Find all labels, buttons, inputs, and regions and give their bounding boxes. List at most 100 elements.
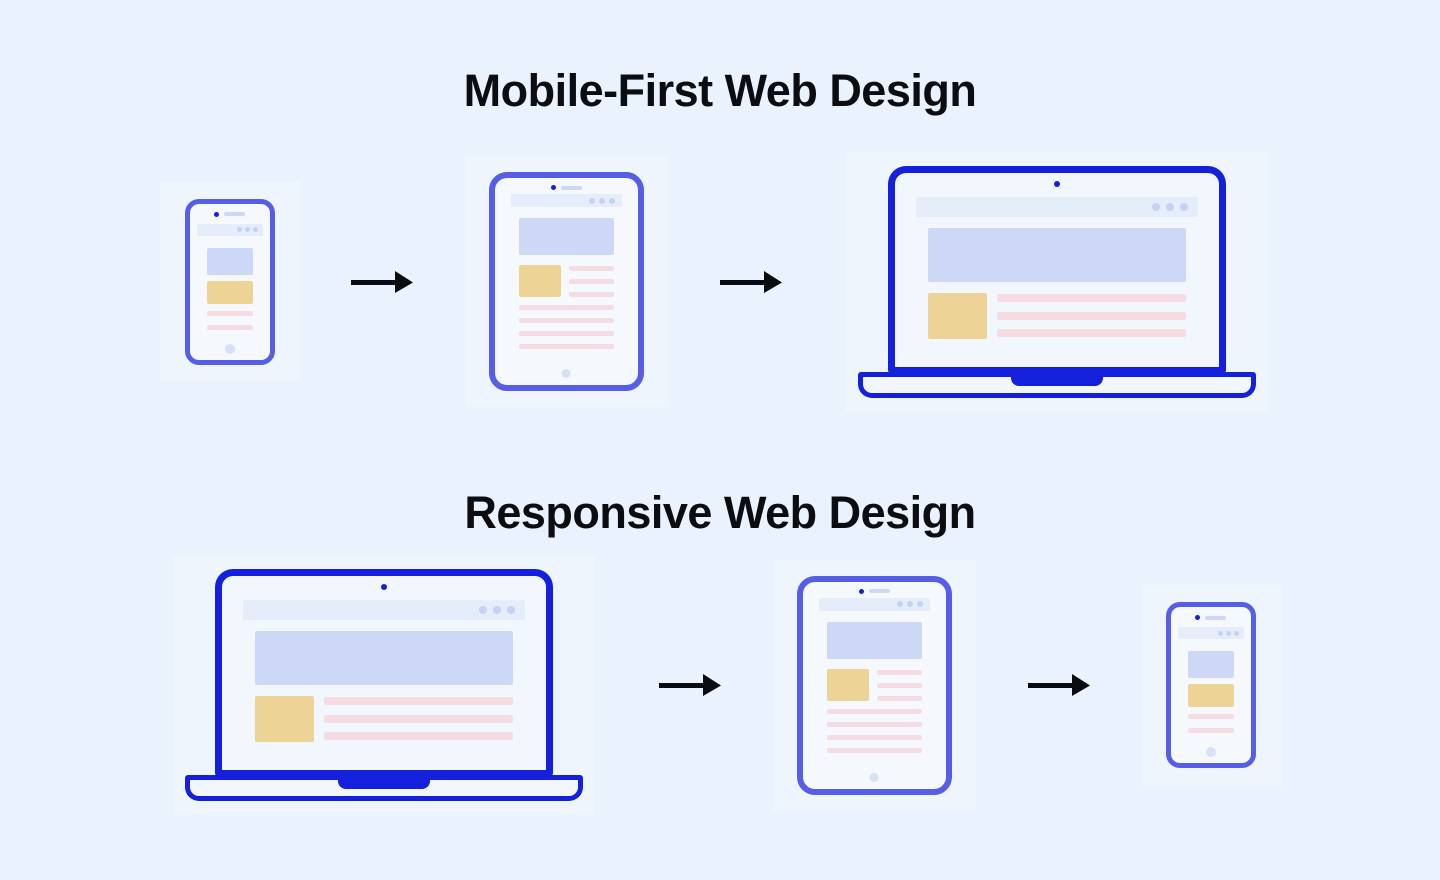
text-line-placeholder [568, 266, 614, 271]
hero-image-placeholder [927, 227, 1186, 282]
browser-dot-icon [1225, 630, 1231, 636]
image-placeholder [254, 696, 314, 742]
browser-dot-icon [492, 606, 501, 614]
image-placeholder [826, 668, 869, 701]
text-line-placeholder [826, 721, 922, 727]
hero-image-placeholder [206, 247, 253, 275]
text-line-placeholder [323, 732, 513, 740]
section-responsive: Responsive Web Design [0, 486, 1440, 815]
tablet-illustration [772, 559, 976, 811]
browser-dot-icon [252, 227, 258, 232]
browser-dot-icon [1217, 630, 1223, 636]
browser-bar [915, 196, 1198, 217]
tablet-illustration [464, 156, 668, 407]
home-button-icon [561, 369, 571, 378]
diagram-canvas: Mobile-First Web Design [0, 0, 1440, 815]
browser-dot-icon [244, 227, 250, 232]
camera-dot-icon [550, 185, 556, 190]
image-placeholder [206, 280, 253, 304]
browser-bar [510, 194, 622, 207]
speaker-pill-icon [560, 185, 582, 190]
speaker-pill-icon [1205, 615, 1226, 620]
arrow-right-icon [1027, 673, 1090, 697]
text-line-placeholder [206, 324, 253, 330]
webcam-dot-icon [380, 584, 387, 590]
speaker-pill-icon [224, 212, 245, 216]
browser-dot-icon [906, 601, 913, 607]
browser-dot-icon [1179, 202, 1188, 211]
browser-dot-icon [588, 197, 595, 204]
laptop-screen [214, 569, 553, 777]
hero-image-placeholder [826, 621, 922, 659]
tablet-top-detail [495, 185, 638, 190]
laptop-illustration [172, 555, 595, 815]
laptop-screen [887, 165, 1226, 374]
camera-dot-icon [214, 211, 219, 217]
text-line-placeholder [1187, 728, 1234, 733]
text-line-placeholder [876, 682, 922, 688]
section-mobile-first: Mobile-First Web Design [0, 0, 1440, 412]
browser-dot-icon [236, 227, 242, 232]
browser-dot-icon [598, 197, 605, 204]
mobile-first-device-row [0, 151, 1440, 412]
mobile-first-title: Mobile-First Web Design [463, 65, 977, 116]
smartphone-illustration [1140, 585, 1281, 785]
camera-dot-icon [858, 588, 864, 594]
home-button-icon [224, 343, 235, 354]
text-line-placeholder [826, 747, 922, 753]
phone-top-detail [190, 211, 270, 217]
laptop-notch [337, 779, 430, 789]
image-placeholder [518, 265, 561, 297]
text-line-placeholder [996, 293, 1186, 302]
arrow-right-icon [658, 673, 721, 697]
text-line-placeholder [996, 311, 1186, 320]
smartphone-illustration [159, 181, 300, 382]
text-line-placeholder [518, 331, 614, 336]
laptop-base [857, 371, 1256, 398]
browser-bar [1177, 627, 1244, 639]
hero-image-placeholder [254, 631, 513, 685]
browser-dot-icon [478, 606, 487, 614]
browser-dot-icon [1165, 202, 1174, 211]
text-line-placeholder [323, 697, 513, 705]
text-line-placeholder [876, 695, 922, 701]
text-line-placeholder [568, 279, 614, 284]
image-placeholder [1187, 684, 1234, 707]
text-line-placeholder [826, 734, 922, 740]
tablet-top-detail [803, 588, 946, 594]
speaker-pill-icon [868, 589, 890, 593]
browser-dot-icon [896, 601, 903, 607]
text-line-placeholder [1187, 714, 1234, 719]
text-line-placeholder [826, 708, 922, 714]
text-line-placeholder [518, 318, 614, 323]
arrow-right-icon [719, 270, 782, 294]
text-line-placeholder [323, 715, 513, 723]
image-placeholder [927, 292, 987, 339]
text-line-placeholder [996, 328, 1186, 337]
browser-dot-icon [1151, 202, 1160, 211]
text-line-placeholder [876, 669, 922, 675]
home-button-icon [1205, 747, 1216, 757]
browser-bar [196, 223, 263, 236]
home-button-icon [869, 772, 879, 782]
camera-dot-icon [1195, 615, 1200, 620]
hero-image-placeholder [1187, 651, 1234, 678]
responsive-title: Responsive Web Design [464, 486, 976, 538]
laptop-notch [1010, 375, 1103, 386]
text-line-placeholder [518, 344, 614, 349]
hero-image-placeholder [518, 218, 614, 255]
browser-dot-icon [506, 606, 515, 614]
browser-dot-icon [1233, 630, 1239, 636]
responsive-device-row [0, 555, 1440, 815]
laptop-illustration [845, 151, 1268, 412]
webcam-dot-icon [1053, 180, 1060, 187]
arrow-right-icon [350, 270, 413, 294]
phone-top-detail [1171, 615, 1251, 620]
browser-bar [818, 597, 930, 611]
laptop-base [184, 775, 583, 801]
text-line-placeholder [518, 305, 614, 310]
text-line-placeholder [568, 292, 614, 297]
browser-bar [242, 600, 525, 620]
browser-dot-icon [916, 601, 923, 607]
text-line-placeholder [206, 310, 253, 316]
